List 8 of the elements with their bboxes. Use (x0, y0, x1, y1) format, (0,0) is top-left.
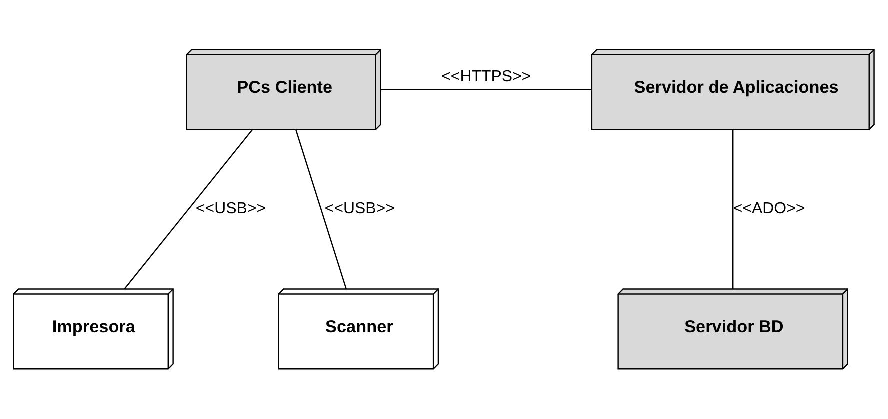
edge-label: <<USB>> (196, 200, 266, 218)
connector (381, 89, 592, 90)
connector (296, 130, 347, 290)
connector (124, 130, 253, 290)
edge-label: <<HTTPS>> (442, 68, 532, 86)
edge-label: <<ADO>> (733, 200, 806, 218)
edge-label: <<USB>> (324, 200, 395, 218)
connector (732, 130, 734, 290)
